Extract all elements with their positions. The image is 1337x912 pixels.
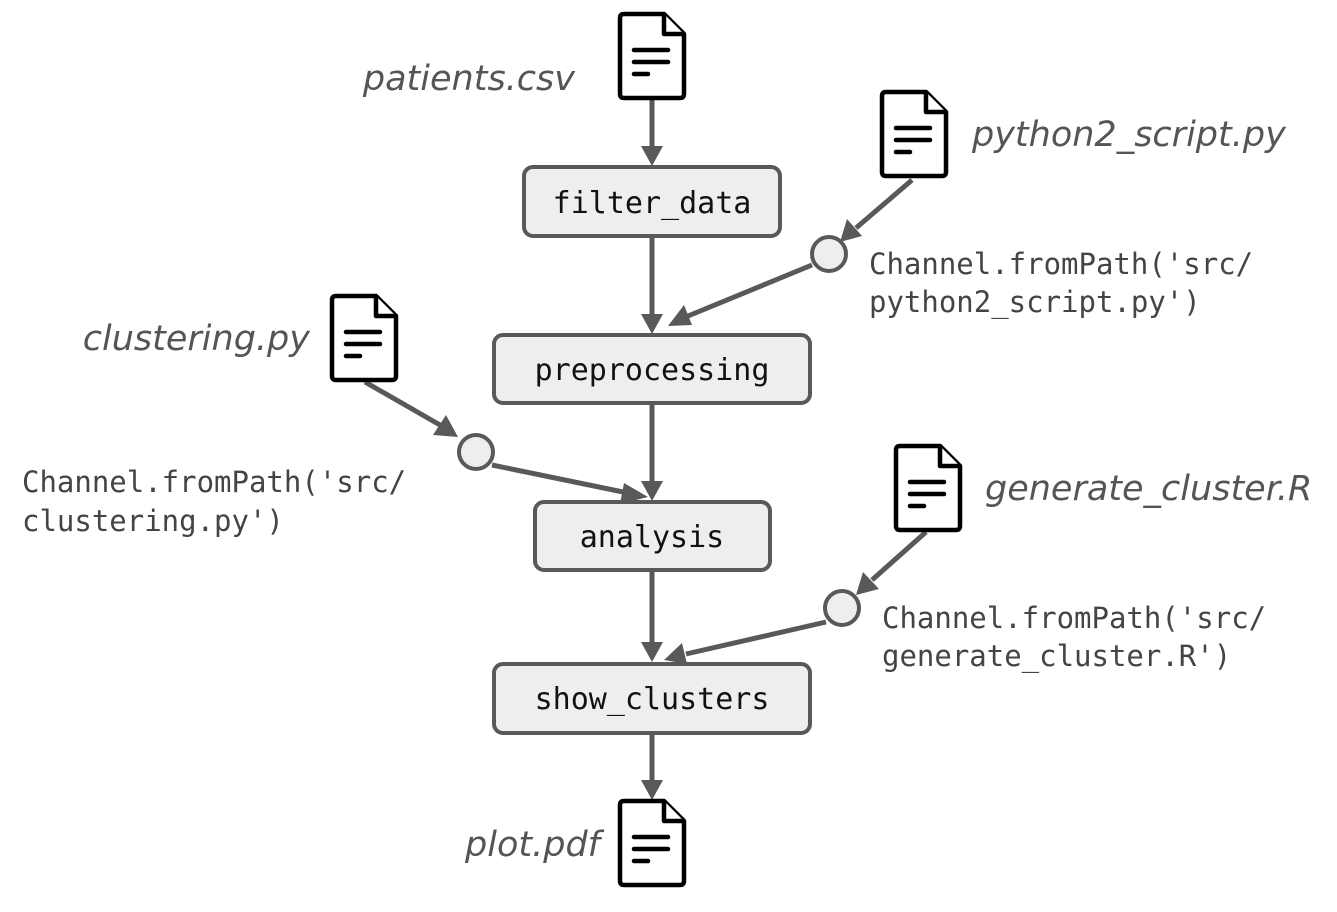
- process-label: show_clusters: [535, 682, 770, 717]
- edge-clustering-file-to-channel: [363, 379, 442, 428]
- file-label-python2-script: python2_script.py: [971, 115, 1287, 155]
- channel-label-line: python2_script.py'): [869, 285, 1201, 320]
- process-label: preprocessing: [535, 353, 770, 388]
- process-preprocessing: preprocessing: [492, 333, 812, 405]
- arrowhead: [641, 481, 663, 501]
- arrowhead: [641, 642, 663, 662]
- arrowhead: [620, 483, 648, 504]
- edge-python2-file-to-channel: [854, 178, 914, 230]
- arrowhead: [641, 780, 663, 800]
- arrowhead: [840, 219, 862, 242]
- channel-node-icon: [457, 433, 495, 471]
- channel-node-icon: [823, 589, 861, 627]
- edge-generate-channel-to-show-clusters: [685, 619, 827, 657]
- channel-label-clustering: Channel.fromPath('src/ clustering.py'): [22, 465, 406, 538]
- process-label: analysis: [580, 520, 725, 555]
- file-label-clustering: clustering.py: [83, 319, 311, 359]
- channel-label-generate-cluster: Channel.fromPath('src/ generate_cluster.…: [882, 601, 1266, 674]
- file-document-icon: [620, 801, 684, 885]
- file-document-icon: [620, 14, 684, 98]
- edge-generate-file-to-channel: [870, 530, 928, 582]
- channel-label-line: Channel.fromPath('src/: [869, 247, 1253, 281]
- file-label-plot: plot.pdf: [464, 825, 605, 865]
- process-analysis: analysis: [533, 500, 772, 572]
- channel-label-line: Channel.fromPath('src/: [22, 465, 406, 499]
- process-label: filter_data: [553, 186, 752, 221]
- process-show-clusters: show_clusters: [492, 662, 812, 735]
- arrowhead: [641, 146, 663, 166]
- file-document-icon: [332, 296, 396, 380]
- channel-label-python2: Channel.fromPath('src/ python2_script.py…: [869, 247, 1253, 320]
- arrowhead: [668, 305, 692, 326]
- channel-node-icon: [810, 235, 848, 273]
- file-document-icon: [896, 446, 960, 530]
- arrowhead: [641, 314, 663, 334]
- arrowhead: [433, 415, 458, 437]
- arrowhead: [664, 643, 687, 664]
- file-label-generate-cluster: generate_cluster.R: [985, 469, 1312, 509]
- process-filter-data: filter_data: [522, 165, 782, 238]
- edges: [363, 98, 928, 800]
- channel-label-line: generate_cluster.R'): [882, 639, 1231, 674]
- file-label-patients: patients.csv: [362, 59, 576, 99]
- edge-clustering-channel-to-analysis: [491, 462, 629, 496]
- channel-label-line: Channel.fromPath('src/: [882, 601, 1266, 635]
- channel-label-line: clustering.py'): [22, 504, 284, 538]
- edge-python2-channel-to-preprocessing: [687, 262, 813, 319]
- file-document-icon: [882, 92, 946, 176]
- arrowhead: [856, 572, 879, 595]
